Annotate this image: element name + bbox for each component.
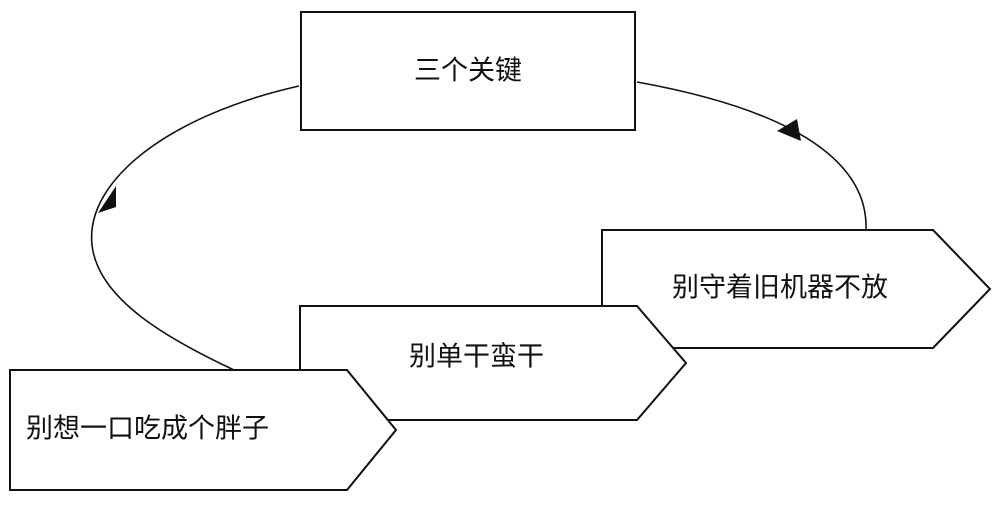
step-work-alone-label: 别单干蛮干 <box>409 342 544 373</box>
step-one-bite-label: 别想一口吃成个胖子 <box>26 414 269 445</box>
key-points-box: 三个关键 <box>300 11 636 131</box>
step-keep-old-machine: 别守着旧机器不放 <box>601 229 992 349</box>
right-cycle-arc <box>636 81 867 231</box>
left-arrowhead-icon <box>98 186 116 213</box>
step-one-bite: 别想一口吃成个胖子 <box>9 369 398 491</box>
key-points-box-label: 三个关键 <box>414 56 522 87</box>
step-keep-old-machine-label: 别守着旧机器不放 <box>672 273 888 304</box>
left-cycle-arc <box>90 85 300 371</box>
right-arrowhead-icon <box>777 119 801 141</box>
step-work-alone: 别单干蛮干 <box>299 305 688 421</box>
